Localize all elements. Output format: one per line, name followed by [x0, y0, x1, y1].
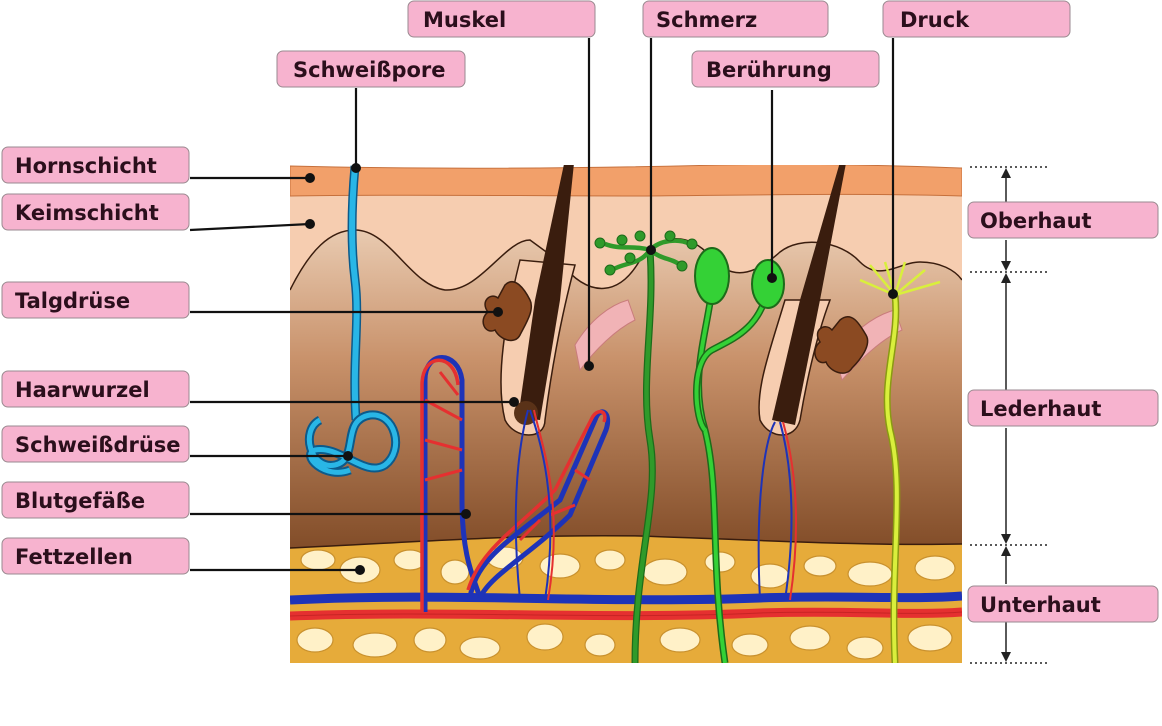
label-talgdruese: Talgdrüse [15, 289, 130, 313]
pressure-nerve [859, 261, 941, 663]
label-muskel: Muskel [423, 8, 506, 32]
hair-follicle-right [757, 165, 903, 601]
horizontal-vein [290, 591, 962, 605]
label-oberhaut: Oberhaut [980, 209, 1092, 233]
label-blutgefaesse: Blutgefäße [15, 489, 145, 513]
label-beruehrung: Berührung [706, 58, 832, 82]
label-druck: Druck [900, 8, 970, 32]
label-unterhaut: Unterhaut [980, 593, 1101, 617]
stratum-corneum-layer [290, 165, 962, 197]
label-keimschicht: Keimschicht [15, 201, 159, 225]
label-schmerz: Schmerz [656, 8, 757, 32]
hair-shaft-left [518, 165, 574, 420]
label-boxes [1, 0, 1159, 623]
connector-lines [189, 38, 895, 572]
touch-receptors [693, 247, 785, 663]
sebaceous-gland-left [482, 280, 532, 342]
label-lederhaut: Lederhaut [980, 397, 1101, 421]
sebaceous-gland-right [814, 315, 869, 374]
label-fettzellen: Fettzellen [15, 545, 133, 569]
label-hornschicht: Hornschicht [15, 154, 157, 178]
label-haarwurzel: Haarwurzel [15, 378, 150, 402]
bracket-arrowheads [1001, 168, 1011, 662]
diagonal-capillary [466, 409, 611, 600]
fat-cells [296, 546, 956, 660]
label-schweisspore: Schweißpore [293, 58, 446, 82]
connector-dots [305, 163, 898, 575]
hair-shaft-right [772, 165, 846, 425]
label-schweissdruese: Schweißdrüse [15, 433, 181, 457]
